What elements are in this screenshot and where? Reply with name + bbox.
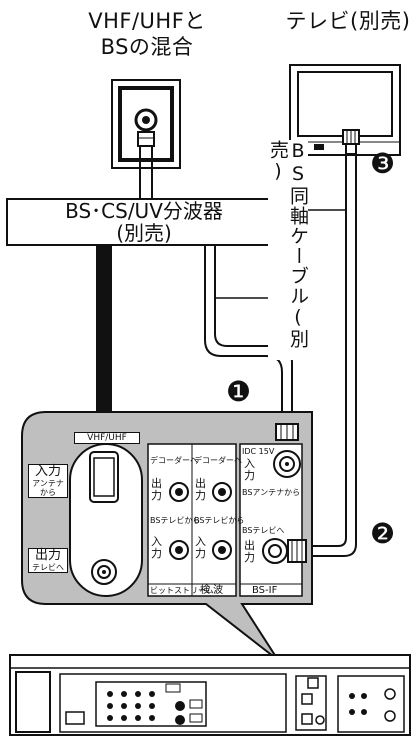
bitstream-label: ビットストリーム	[150, 586, 214, 595]
bs-antenna-from-label: BSアンテナから	[242, 488, 301, 497]
input-label: 入力 アンテナから	[28, 464, 68, 498]
idc-label: IDC 15V	[242, 447, 275, 456]
in-label-2: 入力	[195, 535, 206, 560]
out-label-1: 出力	[151, 477, 162, 502]
step-marker-1: ❶	[226, 375, 252, 408]
in-label-1: 入力	[151, 535, 162, 560]
tv-label: テレビ(別売)	[285, 9, 411, 33]
detect-label: 検 波	[200, 585, 224, 596]
source-label: VHF/UHFと BSの混合	[88, 9, 206, 59]
decoder-to-label-2: デコーダーへ	[194, 456, 242, 465]
bs-in-label: 入力	[244, 457, 255, 482]
decoder-to-label-1: デコーダーへ	[150, 456, 198, 465]
cable-label: BS同軸ケーブル(別売)	[267, 140, 309, 360]
out-label-2: 出力	[195, 477, 206, 502]
step-marker-3: ❸	[370, 147, 396, 180]
vhf-uhf-label: VHF/UHF	[74, 432, 140, 444]
bs-if-label: BS-IF	[252, 585, 278, 596]
step-marker-2: ❷	[370, 517, 396, 550]
bs-tv-from-label-2: BSテレビから	[194, 516, 245, 525]
splitter-box: BS･CS/UV分波器 (別売)	[6, 198, 282, 246]
bs-tv-from-label-1: BSテレビから	[150, 516, 201, 525]
bs-tv-to-label: BSテレビへ	[242, 526, 285, 535]
bs-out-label: 出力	[244, 539, 255, 564]
output-label: 出力 テレビへ	[28, 548, 68, 573]
